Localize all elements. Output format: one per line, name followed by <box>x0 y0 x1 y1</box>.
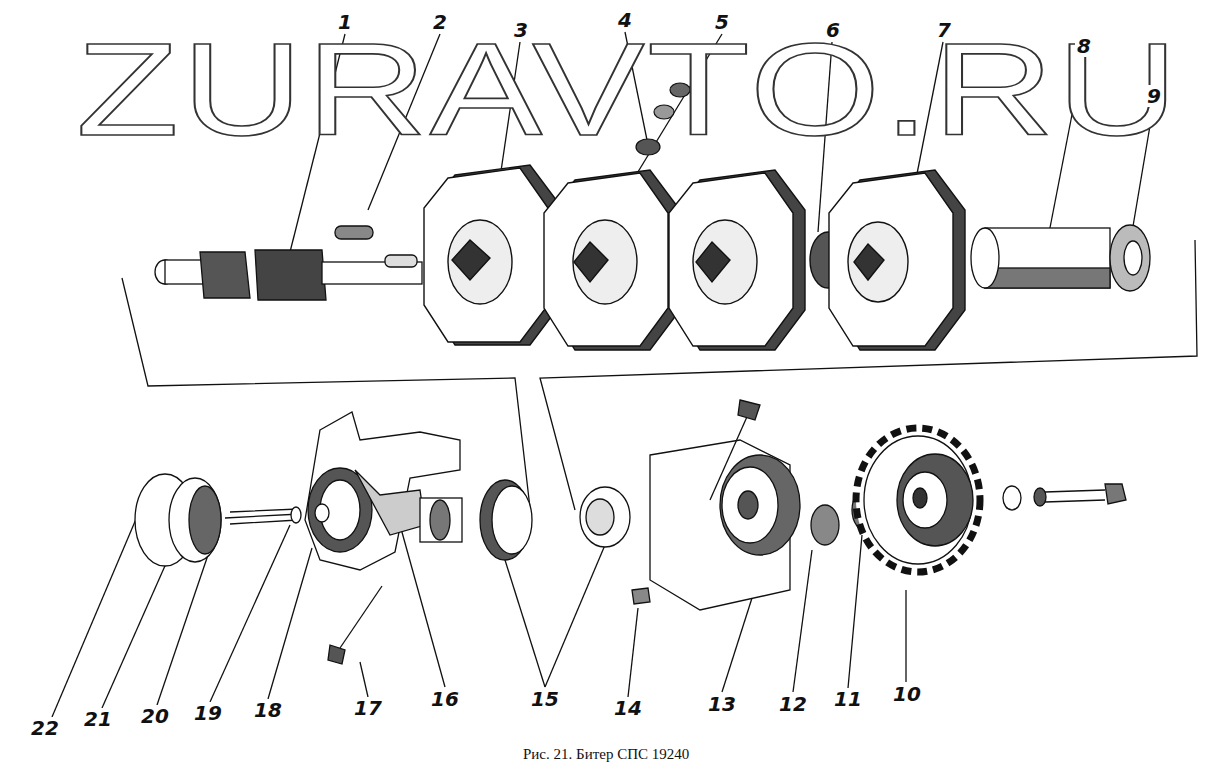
callout-number: 21 <box>82 708 114 730</box>
callout-number: 2 <box>431 11 449 33</box>
figure-caption: Рис. 21. Битер СПС 19240 <box>520 745 692 763</box>
callout-number: 10 <box>891 683 923 705</box>
callout-number: 15 <box>529 688 561 710</box>
callout-number: 18 <box>252 699 284 721</box>
callout-number: 14 <box>612 697 644 719</box>
callout-number: 20 <box>139 705 171 727</box>
callout-number: 7 <box>935 19 953 41</box>
watermark: ZURAVTO.RU <box>76 24 1181 156</box>
callout-number: 8 <box>1075 35 1093 57</box>
callout-number: 6 <box>824 19 842 41</box>
callout-number: 1 <box>336 11 354 33</box>
callout-number: 22 <box>29 717 61 739</box>
callout-number: 17 <box>352 697 384 719</box>
callout-number: 5 <box>713 11 731 33</box>
callout-number: 19 <box>192 702 224 724</box>
callout-number: 3 <box>512 19 530 41</box>
callout-number: 13 <box>706 693 738 715</box>
callout-number: 12 <box>777 693 809 715</box>
callout-number: 4 <box>616 9 634 31</box>
callout-number: 16 <box>429 688 461 710</box>
callout-number: 9 <box>1145 85 1163 107</box>
callout-number: 11 <box>832 688 864 710</box>
